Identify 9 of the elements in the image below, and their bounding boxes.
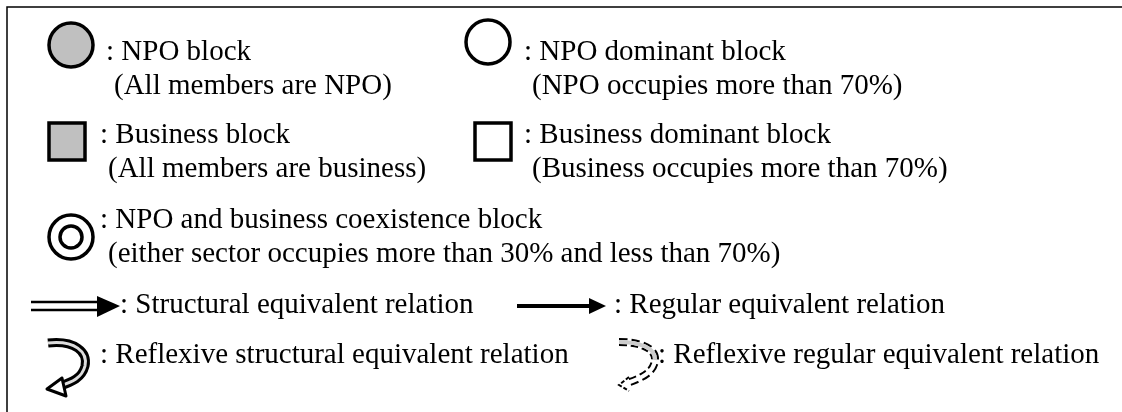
legend-text: : NPO and business coexistence block (either sector occupies more than 30% and less than 70%) — [100, 201, 781, 269]
legend-text: : Reflexive structural equivalent relation — [100, 336, 569, 370]
legend-text: : Regular equivalent relation — [614, 286, 945, 320]
legend-text: : Business dominant block (Business occupies more than 70%) — [524, 116, 948, 184]
legend-text: : NPO dominant block (NPO occupies more than 70%) — [524, 33, 903, 101]
legend-text: : Reflexive regular equivalent relation — [658, 336, 1100, 370]
legend-text: : Structural equivalent relation — [120, 286, 474, 320]
legend-text: : Business block (All members are business) — [100, 116, 427, 184]
legend-text: : NPO block (All members are NPO) — [106, 33, 392, 101]
